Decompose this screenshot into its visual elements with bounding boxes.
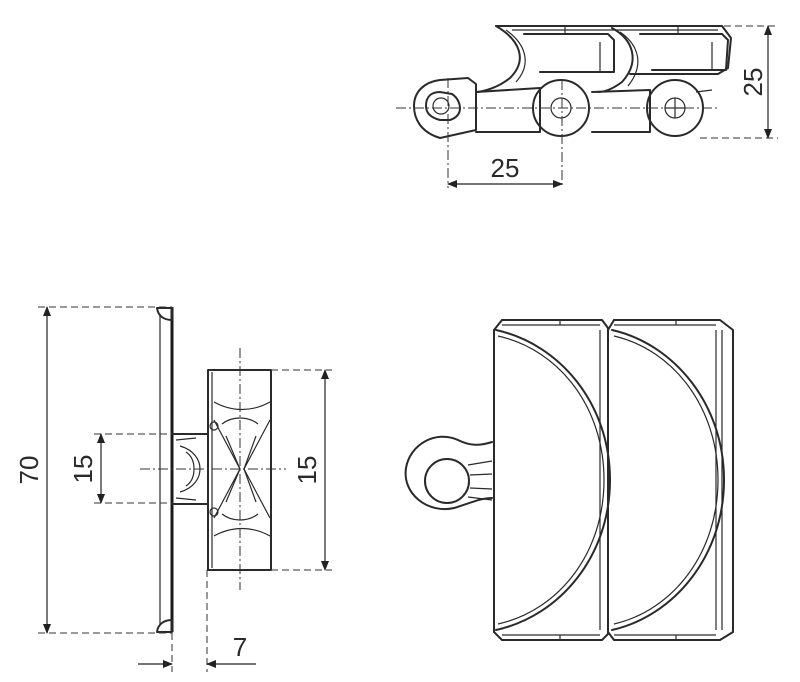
top-view-link-left xyxy=(493,319,611,641)
pitch-dimension-label: 25 xyxy=(491,153,520,183)
hinge-width-dimension-label: 15 xyxy=(68,455,98,484)
offset-dimension-label: 7 xyxy=(233,632,247,662)
top-view xyxy=(404,319,734,641)
end-view: 70 15 15 7 xyxy=(14,306,332,672)
height-dimension-label: 25 xyxy=(738,68,768,97)
top-view-eyelet xyxy=(404,435,493,511)
top-view-link-right xyxy=(607,319,734,641)
side-view-top-plates xyxy=(477,25,732,93)
body-width-dimension-label: 15 xyxy=(292,456,322,485)
plate-width-dimension-label: 70 xyxy=(14,456,44,485)
side-view: 25 25 xyxy=(396,25,778,188)
